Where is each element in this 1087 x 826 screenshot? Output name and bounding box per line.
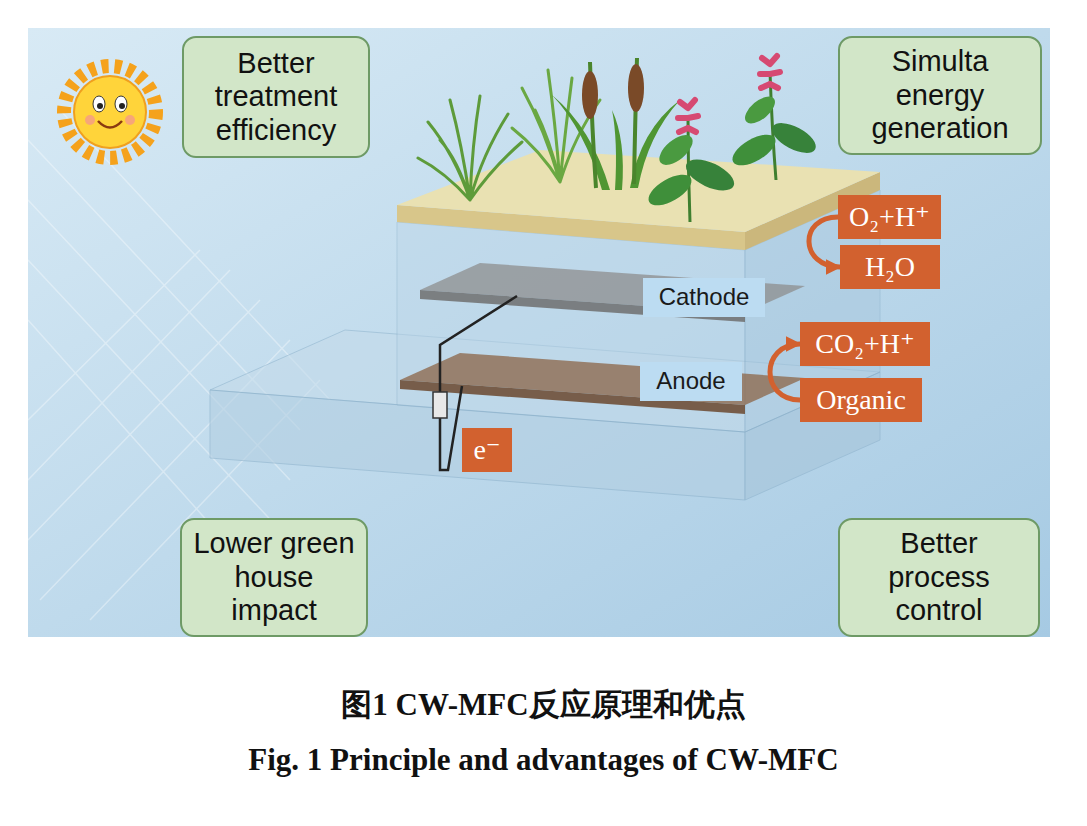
cattail-head [628, 64, 644, 112]
sun-cheek [125, 115, 135, 125]
sun-eye [93, 96, 105, 112]
node-text: e⁻ [473, 433, 500, 467]
caption-english: Fig. 1 Principle and advantages of CW-MF… [0, 742, 1087, 778]
node-text: Lower green house impact [190, 527, 358, 627]
flower-leaf [654, 129, 697, 170]
grass-clump [512, 70, 600, 182]
electron-box: e⁻ [462, 428, 512, 472]
advantage-box: Better treatment efficiency [182, 36, 370, 158]
flower-leaf [728, 128, 781, 171]
node-text: Better treatment efficiency [192, 47, 360, 147]
product-box: CO₂+H⁺ [800, 322, 930, 366]
node-text: Organic [816, 383, 906, 417]
node-text: Better process control [848, 527, 1030, 627]
cattail-head [582, 71, 598, 119]
sun-cheek [85, 115, 95, 125]
figure-caption: 图1 CW-MFC反应原理和优点 [0, 684, 1087, 726]
flower-bloom [760, 56, 780, 88]
sun-face [74, 76, 146, 148]
cattail-leaves [552, 95, 680, 190]
background-panel [28, 28, 1050, 637]
sun-eye [115, 96, 127, 112]
electrode-label: Anode [640, 362, 742, 401]
node-text: Cathode [659, 283, 750, 312]
node-text: O₂+H⁺ [849, 200, 930, 234]
flower-leaf [740, 92, 779, 129]
reactant-box: O₂+H⁺ [838, 195, 941, 239]
sun-pupil [119, 103, 125, 109]
node-text: H₂O [865, 250, 915, 284]
wetland-front [397, 222, 745, 432]
advantage-box: Better process control [838, 518, 1040, 637]
electrode-label: Cathode [643, 278, 765, 317]
flower-leaf [644, 168, 697, 211]
flower-leaf [681, 153, 738, 197]
resistor-symbol [433, 392, 447, 418]
reaction-arrow [809, 217, 840, 267]
reaction-arrow [770, 344, 800, 400]
product-box: H₂O [840, 245, 940, 289]
node-text: Anode [656, 367, 725, 396]
node-text: CO₂+H⁺ [815, 327, 914, 361]
node-text: Simulta energy generation [848, 45, 1032, 145]
sun-smile [98, 121, 122, 128]
sun-pupil [97, 103, 103, 109]
sun-rays [64, 66, 156, 158]
flower-leaf [768, 117, 821, 159]
grass-clump [418, 96, 522, 200]
advantage-box: Lower green house impact [180, 518, 368, 637]
advantage-box: Simulta energy generation [838, 36, 1042, 155]
reactant-box: Organic [800, 378, 922, 422]
flower-bloom [678, 100, 698, 132]
